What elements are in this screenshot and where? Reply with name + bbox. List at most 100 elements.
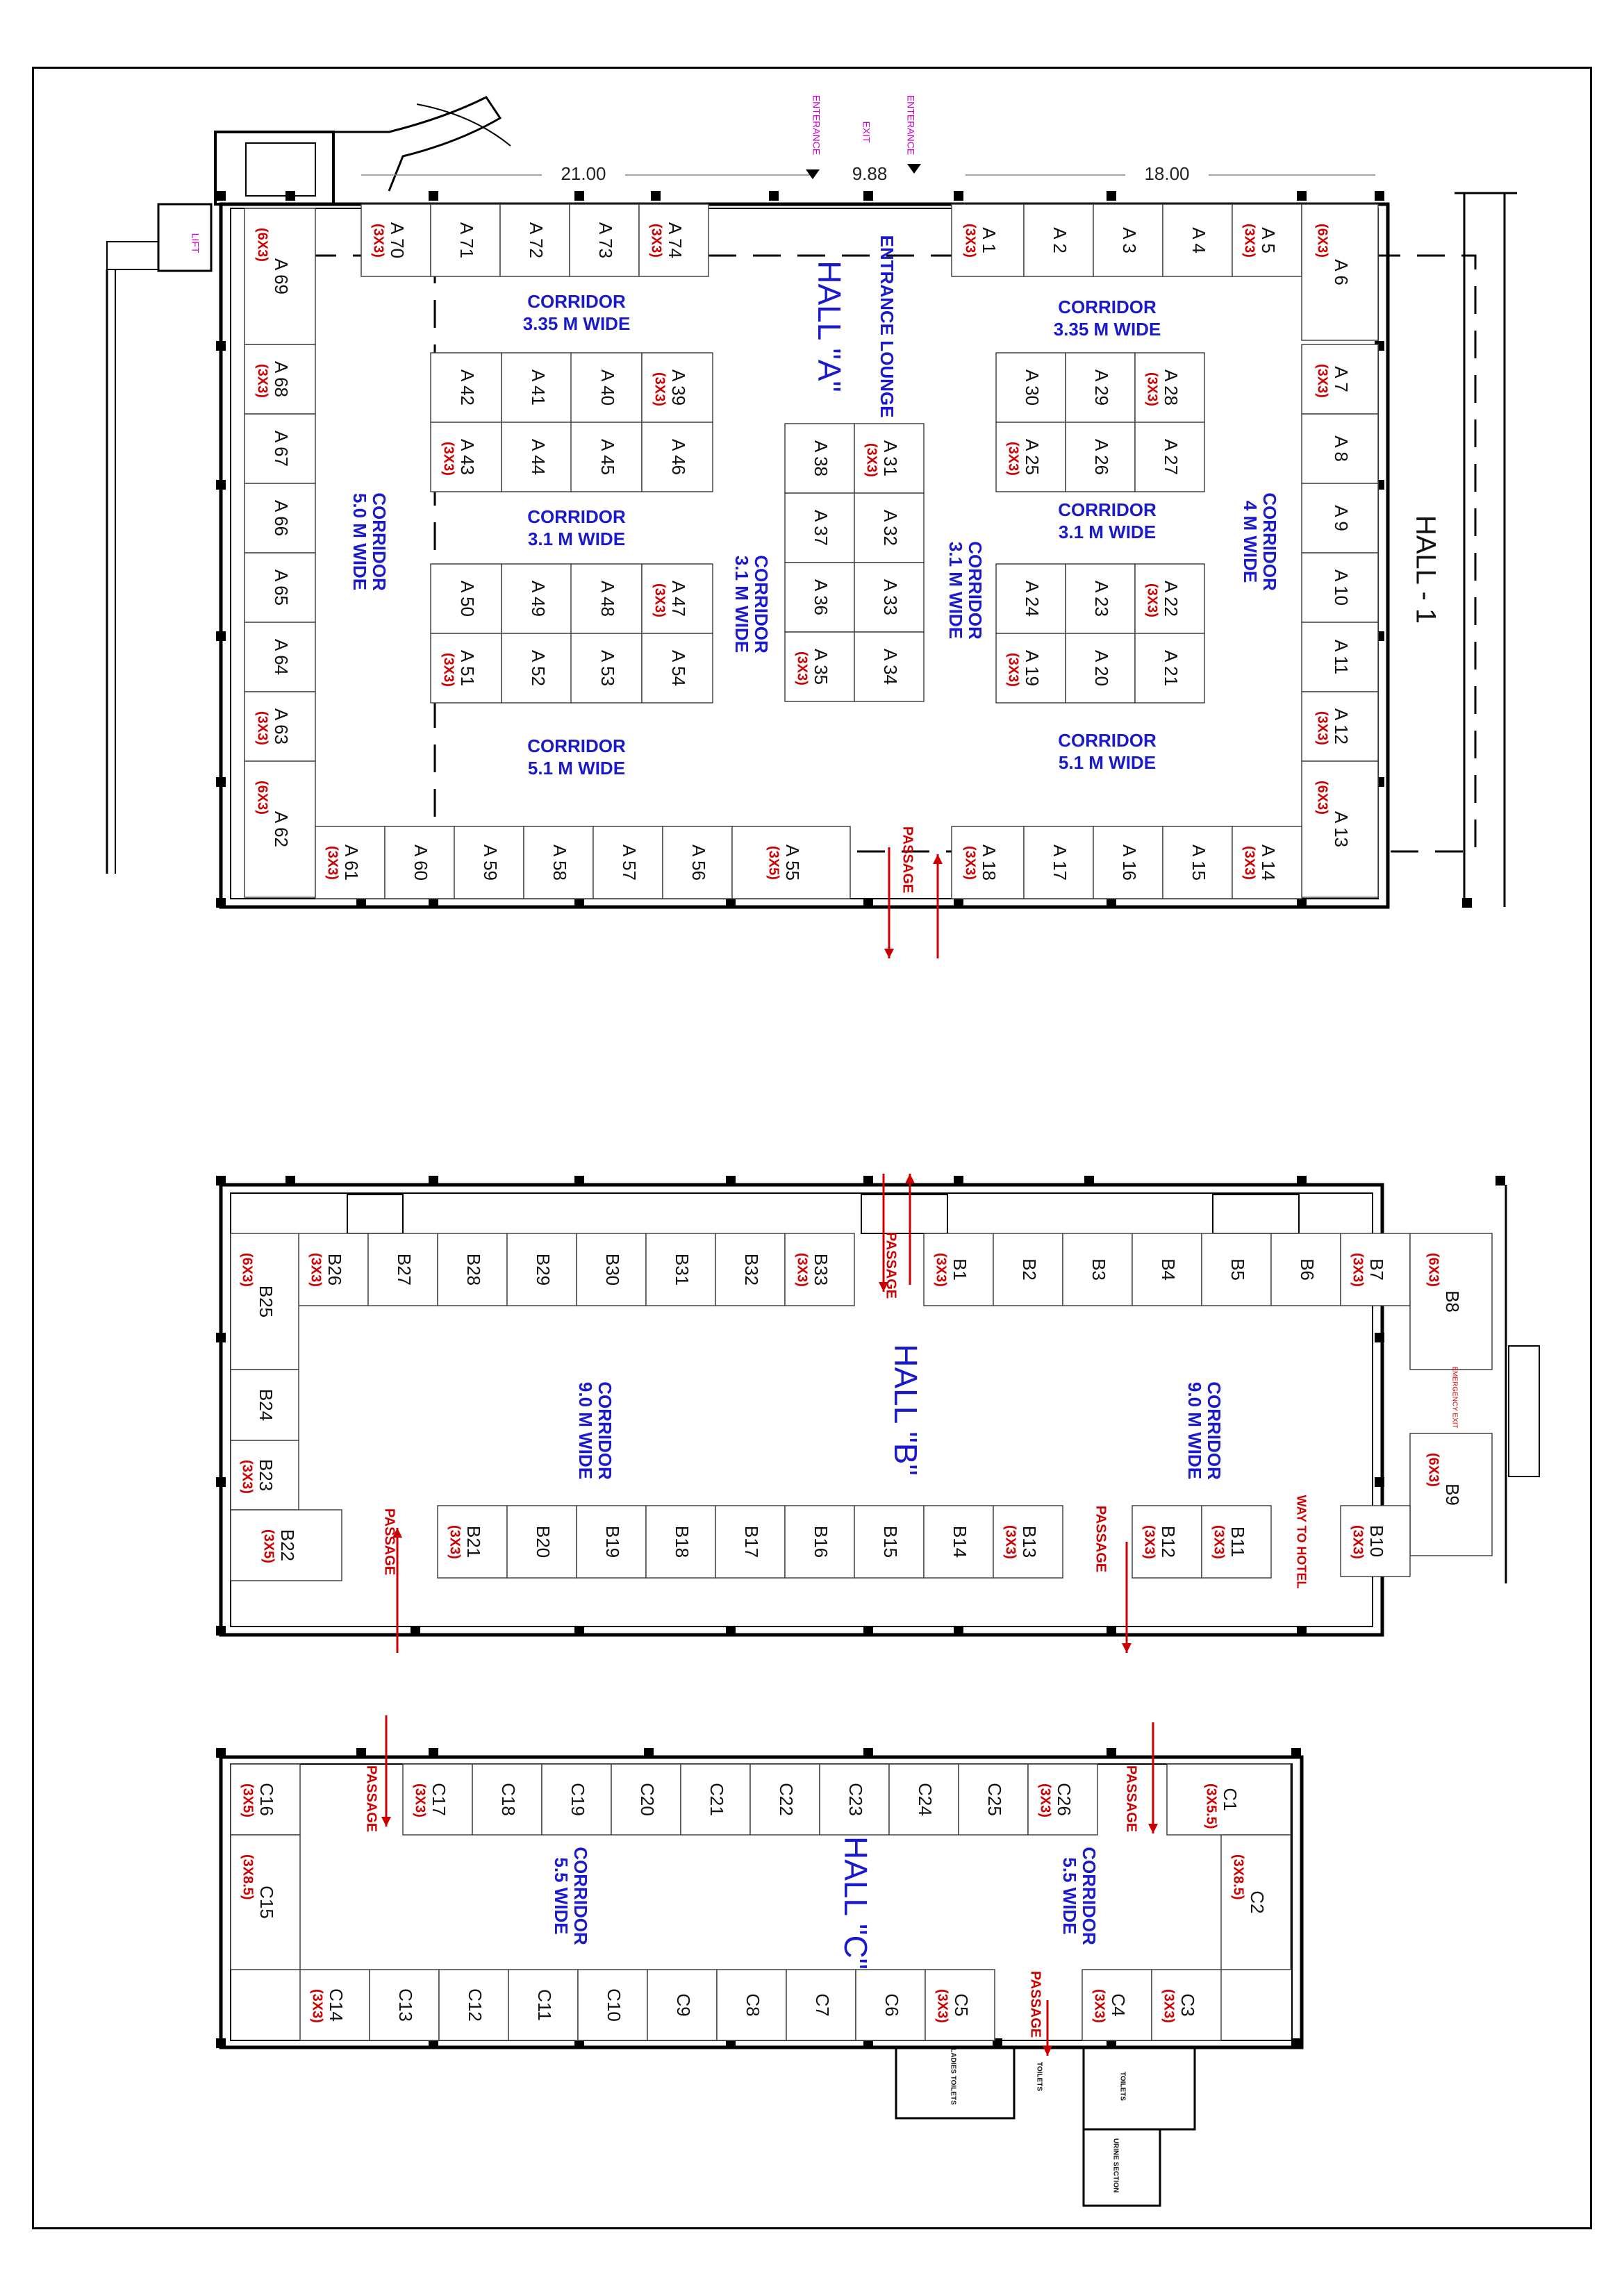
booth-b4[interactable]: B4 [1132, 1233, 1202, 1306]
booth-a12[interactable]: A 12(3X3) [1301, 691, 1379, 762]
booth-b18[interactable]: B18 [645, 1505, 716, 1579]
booth-a56[interactable]: A 56 [662, 826, 733, 899]
booth-b14[interactable]: B14 [923, 1505, 994, 1579]
booth-b8[interactable]: B8(6X3) [1409, 1233, 1493, 1370]
booth-c7[interactable]: C7 [786, 1969, 856, 2041]
booth-a68[interactable]: A 68(3X3) [244, 344, 316, 415]
booth-b7[interactable]: B7(3X3) [1340, 1233, 1411, 1306]
booth-c9[interactable]: C9 [647, 1969, 718, 2041]
booth-c6[interactable]: C6 [855, 1969, 926, 2041]
booth-c14[interactable]: C14(3X3) [299, 1969, 370, 2041]
booth-a13[interactable]: A 13(6X3) [1301, 760, 1379, 898]
booth-a47[interactable]: A 47(3X3) [641, 563, 713, 634]
booth-b2[interactable]: B2 [993, 1233, 1063, 1306]
booth-b21[interactable]: B21(3X3) [437, 1505, 508, 1579]
booth-a2[interactable]: A 2 [1023, 203, 1094, 277]
booth-c20[interactable]: C20 [611, 1763, 681, 1836]
booth-a24[interactable]: A 24 [995, 563, 1066, 634]
booth-c2[interactable]: C2(3X8.5) [1220, 1834, 1291, 1970]
booth-a57[interactable]: A 57 [593, 826, 663, 899]
booth-c3[interactable]: C3(3X3) [1151, 1969, 1222, 2041]
booth-c23[interactable]: C23 [819, 1763, 890, 1836]
booth-a31[interactable]: A 31(3X3) [854, 423, 925, 494]
booth-a67[interactable]: A 67 [244, 413, 316, 484]
booth-a25[interactable]: A 25(3X3) [995, 422, 1066, 492]
booth-b32[interactable]: B32 [715, 1233, 786, 1306]
booth-a70[interactable]: A 70(3X3) [361, 203, 431, 277]
booth-a33[interactable]: A 33 [854, 562, 925, 633]
booth-a26[interactable]: A 26 [1065, 422, 1136, 492]
booth-a32[interactable]: A 32 [854, 492, 925, 563]
booth-c8[interactable]: C8 [716, 1969, 787, 2041]
booth-a58[interactable]: A 58 [523, 826, 594, 899]
booth-a64[interactable]: A 64 [244, 622, 316, 692]
booth-b25[interactable]: B25(6X3) [230, 1233, 299, 1370]
booth-a27[interactable]: A 27 [1134, 422, 1205, 492]
booth-a71[interactable]: A 71 [430, 203, 501, 277]
booth-a50[interactable]: A 50 [430, 563, 502, 634]
booth-a41[interactable]: A 41 [501, 352, 573, 423]
booth-a22[interactable]: A 22(3X3) [1134, 563, 1205, 634]
booth-b20[interactable]: B20 [506, 1505, 577, 1579]
booth-a36[interactable]: A 36 [784, 562, 855, 633]
booth-c18[interactable]: C18 [472, 1763, 542, 1836]
booth-a49[interactable]: A 49 [501, 563, 573, 634]
booth-a5[interactable]: A 5(3X3) [1232, 203, 1302, 277]
booth-c26[interactable]: C26(3X3) [1027, 1763, 1098, 1836]
booth-a30[interactable]: A 30 [995, 352, 1066, 423]
booth-a73[interactable]: A 73 [569, 203, 640, 277]
booth-c13[interactable]: C13 [369, 1969, 440, 2041]
booth-a61[interactable]: A 61(3X3) [315, 826, 386, 899]
booth-a72[interactable]: A 72 [499, 203, 570, 277]
booth-a34[interactable]: A 34 [854, 631, 925, 702]
booth-a16[interactable]: A 16 [1093, 826, 1163, 899]
booth-a66[interactable]: A 66 [244, 483, 316, 554]
booth-a7[interactable]: A 7(3X3) [1301, 344, 1379, 415]
booth-a55[interactable]: A 55(3X5) [731, 826, 851, 899]
booth-a40[interactable]: A 40 [570, 352, 643, 423]
booth-a46[interactable]: A 46 [641, 422, 713, 492]
booth-c4[interactable]: C4(3X3) [1082, 1969, 1152, 2041]
booth-a42[interactable]: A 42 [430, 352, 502, 423]
booth-a28[interactable]: A 28(3X3) [1134, 352, 1205, 423]
booth-c22[interactable]: C22 [749, 1763, 820, 1836]
booth-a29[interactable]: A 29 [1065, 352, 1136, 423]
booth-a6[interactable]: A 6(6X3) [1301, 203, 1379, 341]
booth-b33[interactable]: B33(3X3) [784, 1233, 855, 1306]
booth-b5[interactable]: B5 [1201, 1233, 1272, 1306]
booth-a65[interactable]: A 65 [244, 552, 316, 623]
booth-b13[interactable]: B13(3X3) [993, 1505, 1063, 1579]
booth-a8[interactable]: A 8 [1301, 413, 1379, 484]
booth-a20[interactable]: A 20 [1065, 633, 1136, 704]
booth-a74[interactable]: A 74(3X3) [638, 203, 709, 277]
booth-b16[interactable]: B16 [784, 1505, 855, 1579]
booth-c19[interactable]: C19 [541, 1763, 612, 1836]
booth-a62[interactable]: A 62(6X3) [244, 760, 316, 898]
booth-a53[interactable]: A 53 [570, 633, 643, 704]
booth-c11[interactable]: C11 [508, 1969, 579, 2041]
booth-b19[interactable]: B19 [576, 1505, 647, 1579]
booth-b29[interactable]: B29 [506, 1233, 577, 1306]
booth-a3[interactable]: A 3 [1093, 203, 1163, 277]
booth-c1[interactable]: C1(3X5.5) [1166, 1763, 1291, 1836]
booth-b23[interactable]: B23(3X3) [230, 1440, 299, 1511]
booth-b1[interactable]: B1(3X3) [923, 1233, 994, 1306]
booth-c25[interactable]: C25 [958, 1763, 1029, 1836]
booth-a21[interactable]: A 21 [1134, 633, 1205, 704]
booth-b9[interactable]: B9(6X3) [1409, 1433, 1493, 1556]
booth-c12[interactable]: C12 [438, 1969, 509, 2041]
booth-a14[interactable]: A 14(3X3) [1232, 826, 1302, 899]
booth-c17[interactable]: C17(3X3) [402, 1763, 473, 1836]
booth-a9[interactable]: A 9 [1301, 483, 1379, 554]
booth-c5[interactable]: C5(3X3) [925, 1969, 995, 2041]
booth-a38[interactable]: A 38 [784, 423, 855, 494]
booth-c10[interactable]: C10 [577, 1969, 648, 2041]
booth-c16[interactable]: C16(3X5) [230, 1763, 301, 1836]
booth-b12[interactable]: B12(3X3) [1132, 1505, 1202, 1579]
booth-b28[interactable]: B28 [437, 1233, 508, 1306]
booth-a60[interactable]: A 60 [384, 826, 455, 899]
booth-a59[interactable]: A 59 [454, 826, 524, 899]
booth-a43[interactable]: A 43(3X3) [430, 422, 502, 492]
booth-b30[interactable]: B30 [576, 1233, 647, 1306]
booth-a23[interactable]: A 23 [1065, 563, 1136, 634]
